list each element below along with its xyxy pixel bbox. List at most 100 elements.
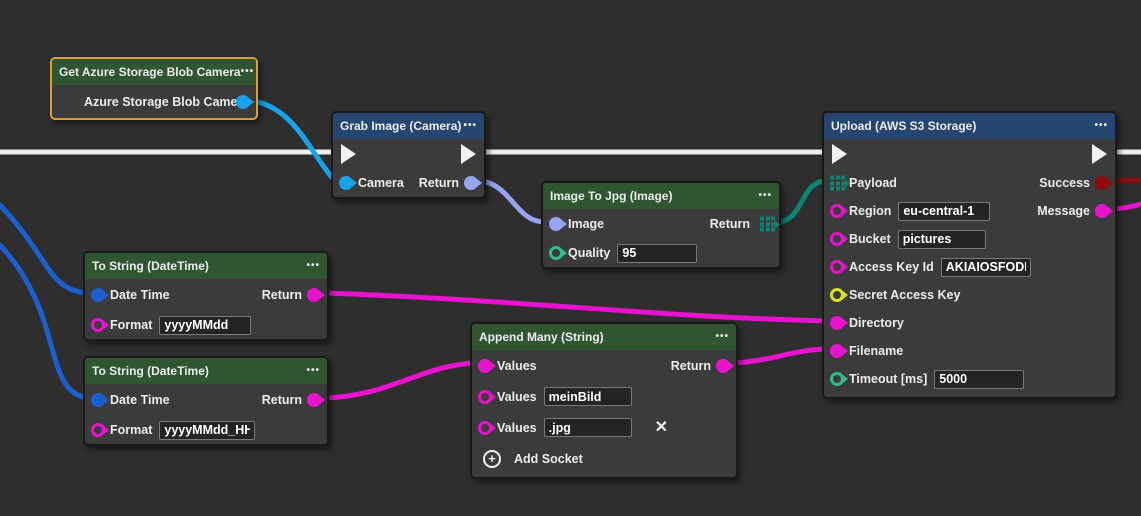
output-socket-return[interactable] [716, 358, 730, 373]
output-socket-message[interactable] [1095, 204, 1109, 218]
input-socket-timeout[interactable] [830, 372, 844, 386]
input-socket-values-3[interactable] [478, 420, 492, 435]
node-append-many-string[interactable]: Append Many (String) ••• Values Return V… [470, 322, 738, 479]
node-row: Bucket [824, 225, 1115, 253]
values-2-input[interactable] [543, 387, 632, 406]
node-header[interactable]: To String (DateTime) ••• [85, 358, 327, 384]
output-socket-azure-camera[interactable] [236, 94, 250, 109]
input-label: Secret Access Key [849, 288, 961, 302]
matrix-socket-return-icon[interactable] [760, 216, 775, 232]
node-row: Format [85, 311, 327, 339]
timeout-input[interactable] [934, 369, 1025, 389]
node-row: Values [472, 381, 736, 412]
input-socket-secret-access-key[interactable] [830, 288, 844, 302]
wire-datetime-to-tostring1[interactable] [0, 202, 90, 296]
node-row: Date Time Return [85, 279, 327, 311]
input-socket-image[interactable] [549, 217, 563, 231]
input-socket-format[interactable] [91, 423, 105, 437]
node-header[interactable]: Image To Jpg (Image) ••• [543, 183, 779, 209]
wire-grab-return-to-image[interactable] [479, 178, 548, 225]
node-upload-aws-s3[interactable]: Upload (AWS S3 Storage) ••• Payload Succ… [822, 111, 1117, 399]
output-label: Azure Storage Blob Camera [84, 94, 250, 109]
wire-tostring1-return-to-directory[interactable] [322, 290, 829, 324]
input-label: Directory [849, 316, 904, 330]
bucket-input[interactable] [897, 229, 986, 249]
node-row: Filename [824, 337, 1115, 365]
input-socket-date-time[interactable] [91, 288, 105, 302]
node-row: Values ✕ [472, 412, 736, 443]
input-label: Format [110, 423, 153, 437]
matrix-socket-payload-icon[interactable] [830, 175, 845, 191]
format-input[interactable] [159, 420, 256, 440]
node-image-to-jpg[interactable]: Image To Jpg (Image) ••• Image Return Qu… [541, 181, 781, 269]
menu-dots-icon[interactable]: ••• [306, 365, 320, 376]
output-label: Success [1039, 176, 1090, 190]
node-to-string-datetime-1[interactable]: To String (DateTime) ••• Date Time Retur… [83, 251, 329, 341]
output-socket-return[interactable] [464, 176, 478, 190]
exec-out-icon[interactable] [1092, 144, 1107, 164]
input-socket-date-time[interactable] [91, 393, 105, 407]
node-header[interactable]: Upload (AWS S3 Storage) ••• [824, 113, 1115, 139]
wire-append-return-to-filename[interactable] [731, 346, 829, 366]
add-socket-icon[interactable]: + [483, 449, 501, 468]
input-socket-directory[interactable] [830, 316, 844, 330]
node-row: Quality [543, 239, 779, 267]
input-socket-quality[interactable] [549, 246, 563, 260]
node-to-string-datetime-2[interactable]: To String (DateTime) ••• Date Time Retur… [83, 356, 329, 446]
node-header[interactable]: To String (DateTime) ••• [85, 253, 327, 279]
node-title: To String (DateTime) [92, 364, 209, 378]
wire-message-out[interactable] [1110, 201, 1141, 212]
menu-dots-icon[interactable]: ••• [463, 120, 477, 131]
output-label: Return [709, 217, 750, 231]
node-title: Upload (AWS S3 Storage) [831, 119, 977, 133]
input-socket-camera[interactable] [339, 176, 353, 190]
node-row: Azure Storage Blob Camera [52, 85, 256, 118]
menu-dots-icon[interactable]: ••• [715, 331, 729, 342]
node-row: Format [85, 416, 327, 444]
output-socket-return[interactable] [307, 288, 321, 302]
node-header[interactable]: Grab Image (Camera) ••• [333, 113, 484, 139]
output-socket-return[interactable] [307, 393, 321, 407]
region-input[interactable] [898, 201, 991, 221]
exec-in-icon[interactable] [341, 144, 356, 164]
wire-azure-to-grab-camera[interactable] [251, 98, 338, 184]
exec-in-icon[interactable] [832, 144, 847, 164]
quality-input[interactable] [617, 243, 698, 263]
menu-dots-icon[interactable]: ••• [1094, 120, 1108, 131]
output-label: Message [1037, 204, 1090, 218]
wire-datetime-to-tostring2[interactable] [0, 242, 90, 401]
input-socket-values-2[interactable] [478, 389, 492, 404]
format-input[interactable] [159, 315, 252, 335]
input-socket-format[interactable] [91, 318, 105, 332]
input-socket-region[interactable] [830, 204, 844, 218]
input-socket-filename[interactable] [830, 344, 844, 358]
add-socket-row[interactable]: + Add Socket [472, 443, 736, 474]
input-label: Access Key Id [849, 260, 934, 274]
exec-out-icon[interactable] [461, 144, 476, 164]
menu-dots-icon[interactable]: ••• [240, 66, 255, 77]
input-label: Quality [568, 246, 611, 260]
input-label: Date Time [110, 393, 170, 407]
input-socket-values-1[interactable] [478, 358, 492, 373]
node-header[interactable]: Append Many (String) ••• [472, 324, 736, 350]
node-row: Region Message [824, 197, 1115, 225]
node-title: Image To Jpg (Image) [550, 189, 673, 203]
remove-socket-icon[interactable]: ✕ [654, 418, 669, 436]
input-socket-access-key[interactable] [830, 260, 844, 274]
values-3-input[interactable] [543, 418, 632, 437]
node-grab-image-camera[interactable]: Grab Image (Camera) ••• Camera Return [331, 111, 486, 199]
wire-jpg-return-to-payload[interactable] [774, 178, 829, 225]
output-socket-success[interactable] [1095, 176, 1109, 190]
wire-tostring2-return-to-append-values[interactable] [322, 360, 477, 401]
menu-dots-icon[interactable]: ••• [306, 260, 320, 271]
input-socket-bucket[interactable] [830, 232, 844, 246]
input-label: Payload [849, 176, 897, 190]
output-label: Return [261, 288, 302, 302]
node-header[interactable]: Get Azure Storage Blob Camera ••• [52, 59, 256, 85]
access-key-input[interactable] [940, 257, 1031, 277]
input-label: Format [110, 318, 153, 332]
node-get-azure-storage-blob-camera[interactable]: Get Azure Storage Blob Camera ••• Azure … [50, 57, 258, 120]
wire-success-out[interactable] [1110, 177, 1141, 184]
menu-dots-icon[interactable]: ••• [758, 190, 772, 201]
